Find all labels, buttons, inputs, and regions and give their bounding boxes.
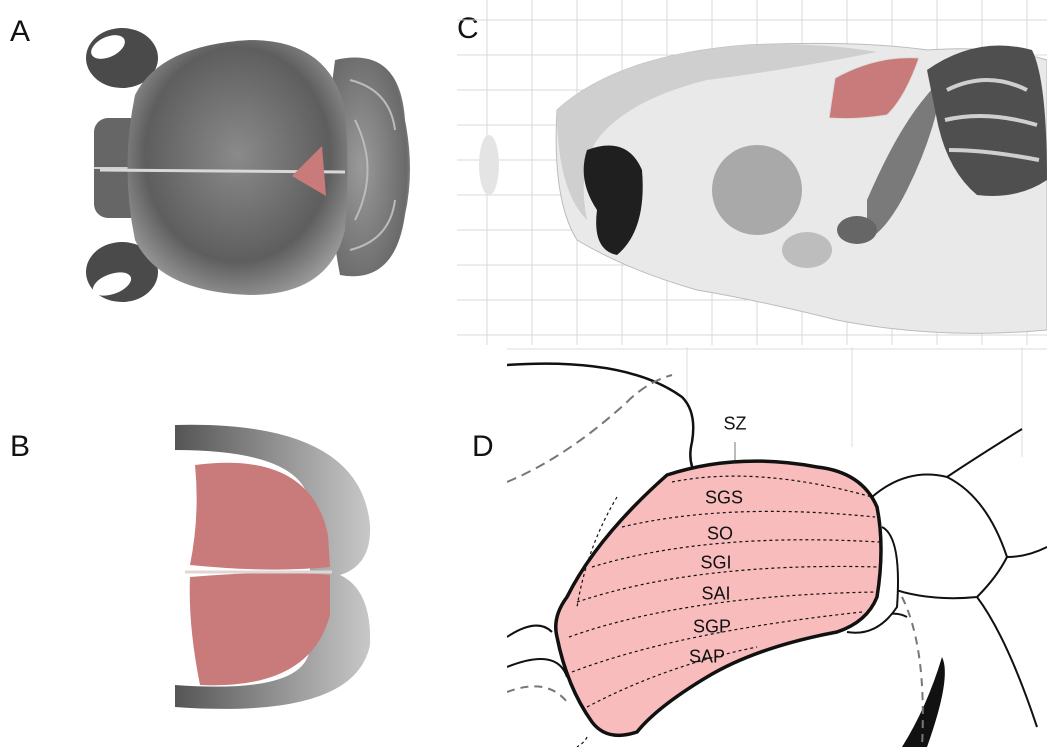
panel-a-dorsal-brain (0, 0, 460, 320)
layer-label-so: SO (707, 524, 733, 545)
layer-label-sgi: SGI (700, 553, 731, 574)
panel-d-grid (507, 347, 1047, 457)
layer-label-sz: SZ (723, 414, 746, 435)
thalamus (712, 145, 802, 235)
layer-label-sai: SAI (701, 584, 730, 605)
cortex-outline (507, 364, 697, 477)
layer-label-sgs: SGS (705, 488, 743, 509)
panel-c-sagittal-section (457, 0, 1047, 345)
panel-d-layer-diagram (507, 347, 1047, 747)
dark-wedge (902, 657, 945, 747)
layer-label-sap: SAP (689, 647, 725, 668)
panel-b-colliculi (160, 415, 420, 725)
layer-label-sgp: SGP (693, 617, 731, 638)
panel-label-b: B (10, 430, 30, 464)
panel-label-d: D (472, 430, 494, 464)
